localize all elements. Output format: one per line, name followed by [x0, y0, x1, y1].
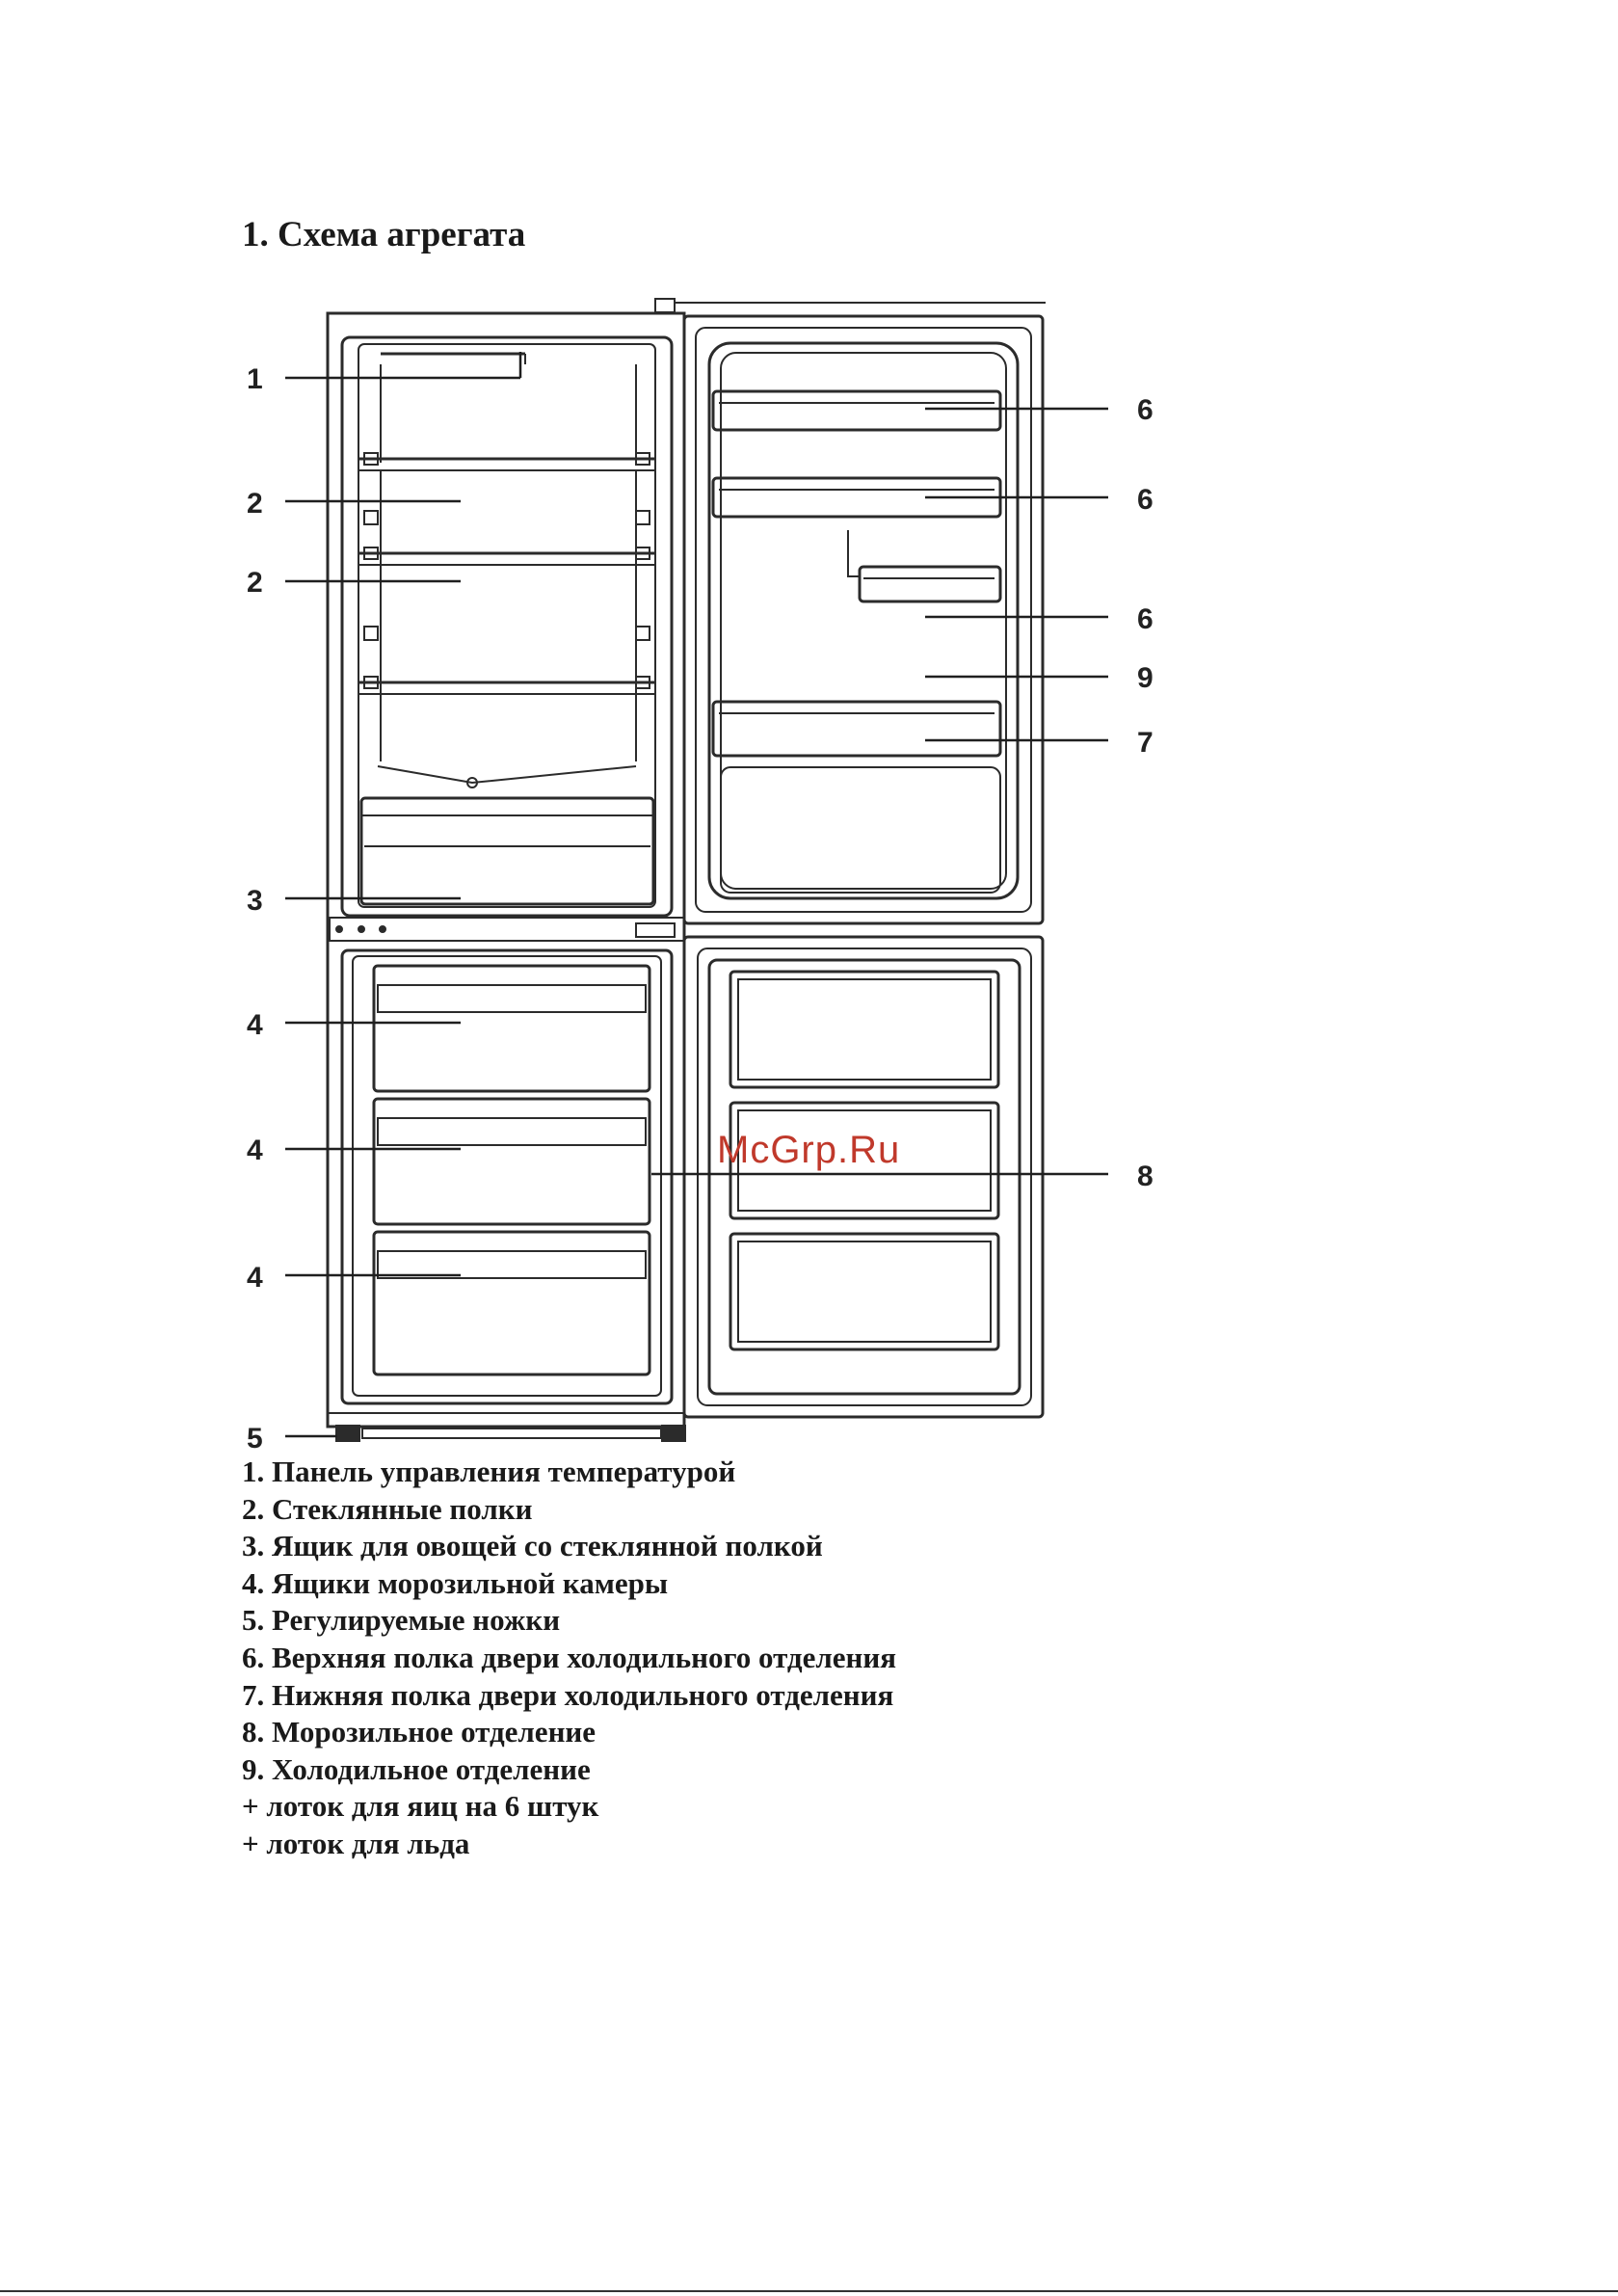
legend-item: 9. Холодильное отделение [242, 1751, 591, 1786]
callout-1: 1 [247, 363, 263, 395]
fridge-door [635, 298, 1046, 938]
callout-9: 9 [1137, 662, 1154, 694]
legend-item: 3. Ящик для овощей со стеклянной полкой [242, 1529, 823, 1563]
callout-3: 3 [247, 885, 263, 917]
callout-2b: 2 [247, 567, 263, 599]
fridge-cabinet [326, 311, 686, 1442]
page-bottom-rule [0, 2290, 1618, 2292]
callouts-left: 1 2 2 3 4 4 4 5 [247, 363, 263, 1455]
legend-item: + лоток для льда [242, 1826, 470, 1860]
callout-4c: 4 [247, 1262, 263, 1294]
callout-8: 8 [1137, 1161, 1154, 1192]
callout-2a: 2 [247, 488, 263, 520]
glass-shelves [358, 457, 655, 695]
legend-item: + лоток для яиц на 6 штук [242, 1789, 599, 1824]
callout-4a: 4 [247, 1009, 263, 1041]
callouts-right: 6 6 6 9 7 8 [1137, 394, 1154, 1192]
fridge-diagram: 1 2 2 3 4 4 4 5 6 6 6 9 7 8 McGrp.Ru [247, 298, 1154, 1455]
page-title: 1. Схема агрегата [242, 215, 526, 254]
leader-lines [285, 352, 1108, 1438]
legend-item: 7. Нижняя полка двери холодильного отдел… [242, 1677, 894, 1712]
adjustable-feet [335, 1425, 686, 1442]
vegetable-drawer [359, 796, 655, 906]
legend-item: 1. Панель управления температурой [242, 1455, 736, 1488]
freezer-door [682, 935, 1045, 1419]
legend-list: 1. Панель управления температурой 2. Сте… [242, 1454, 896, 1863]
callout-7: 7 [1137, 727, 1154, 759]
legend-item: 5. Регулируемые ножки [242, 1603, 561, 1638]
legend-item: 8. Морозильное отделение [242, 1715, 597, 1749]
door-shelves [711, 389, 1002, 894]
freezer-drawers [372, 964, 651, 1376]
callout-6c: 6 [1137, 603, 1154, 635]
legend-item: 2. Стеклянные полки [242, 1491, 533, 1526]
legend-item: 4. Ящики морозильной камеры [242, 1565, 669, 1600]
callout-4b: 4 [247, 1135, 263, 1166]
callout-6a: 6 [1137, 394, 1154, 426]
watermark: McGrp.Ru [717, 1129, 900, 1171]
callout-6b: 6 [1137, 484, 1154, 516]
legend-item: 6. Верхняя полка двери холодильного отде… [242, 1640, 897, 1674]
callout-5: 5 [247, 1423, 263, 1455]
